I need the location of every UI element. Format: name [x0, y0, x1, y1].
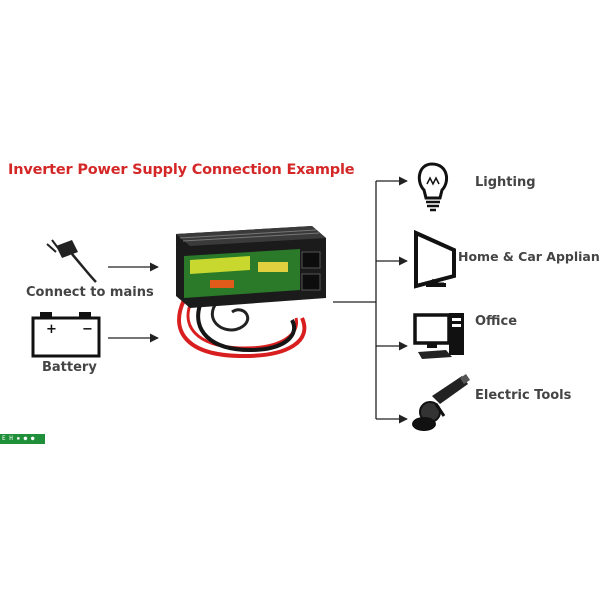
- output-label-electric-tools: Electric Tools: [475, 388, 572, 403]
- corner-badge: E H ▪ ● ●: [0, 434, 45, 444]
- mains-label: Connect to mains: [26, 285, 154, 300]
- red-cable: [177, 299, 307, 359]
- output-label-home-appliances: Home & Car Appliances: [458, 249, 600, 264]
- diagram-title: Inverter Power Supply Connection Example: [8, 162, 355, 178]
- red-cable-2: [186, 299, 299, 350]
- angle-grinder-icon: [412, 374, 470, 431]
- battery-label: Battery: [42, 360, 97, 375]
- battery-negative: −: [82, 322, 93, 337]
- battery-icon: + −: [31, 312, 101, 358]
- lightbulb-icon: [417, 162, 449, 212]
- monitor-icon: [414, 229, 456, 289]
- desktop-computer-icon: [413, 313, 464, 359]
- power-cord: [211, 304, 250, 332]
- inverter-image: [176, 226, 326, 359]
- output-label-lighting: Lighting: [475, 175, 536, 190]
- plug-icon: [46, 239, 97, 283]
- black-cable: [196, 304, 296, 353]
- output-label-office: Office: [475, 314, 518, 329]
- battery-positive: +: [46, 322, 57, 337]
